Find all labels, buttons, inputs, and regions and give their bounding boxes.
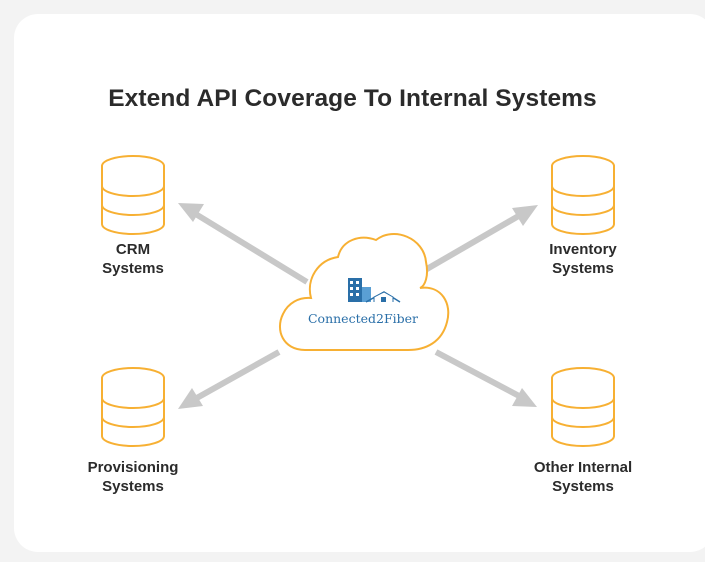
crm-label-line1: CRM [115,241,151,258]
other-database-icon [551,367,615,447]
building-logo-icon [348,278,401,303]
other-label-line2: Systems [552,478,614,495]
inventory-label: Inventory Systems [493,240,673,278]
other-label: Other Internal Systems [493,458,673,496]
arrow-to-inventory [418,205,538,276]
page-title: Extend API Coverage To Internal Systems [108,85,597,112]
arrow-to-other [434,349,537,407]
other-label-line1: Other Internal [533,459,633,476]
provisioning-label-line1: Provisioning [87,459,179,476]
provisioning-label-line2: Systems [102,478,164,495]
inventory-database-icon [551,155,615,235]
logo-text: Connected2Fiber [308,311,418,326]
provisioning-label: Provisioning Systems [43,458,223,496]
arrow-to-crm [178,203,309,285]
provisioning-database-icon [101,367,165,447]
inventory-label-line1: Inventory [549,241,617,258]
crm-label-line2: Systems [102,260,164,277]
inventory-label-line2: Systems [552,260,614,277]
arrow-to-provisioning [178,349,281,409]
crm-label: CRM Systems [43,240,223,278]
crm-database-icon [101,155,165,235]
